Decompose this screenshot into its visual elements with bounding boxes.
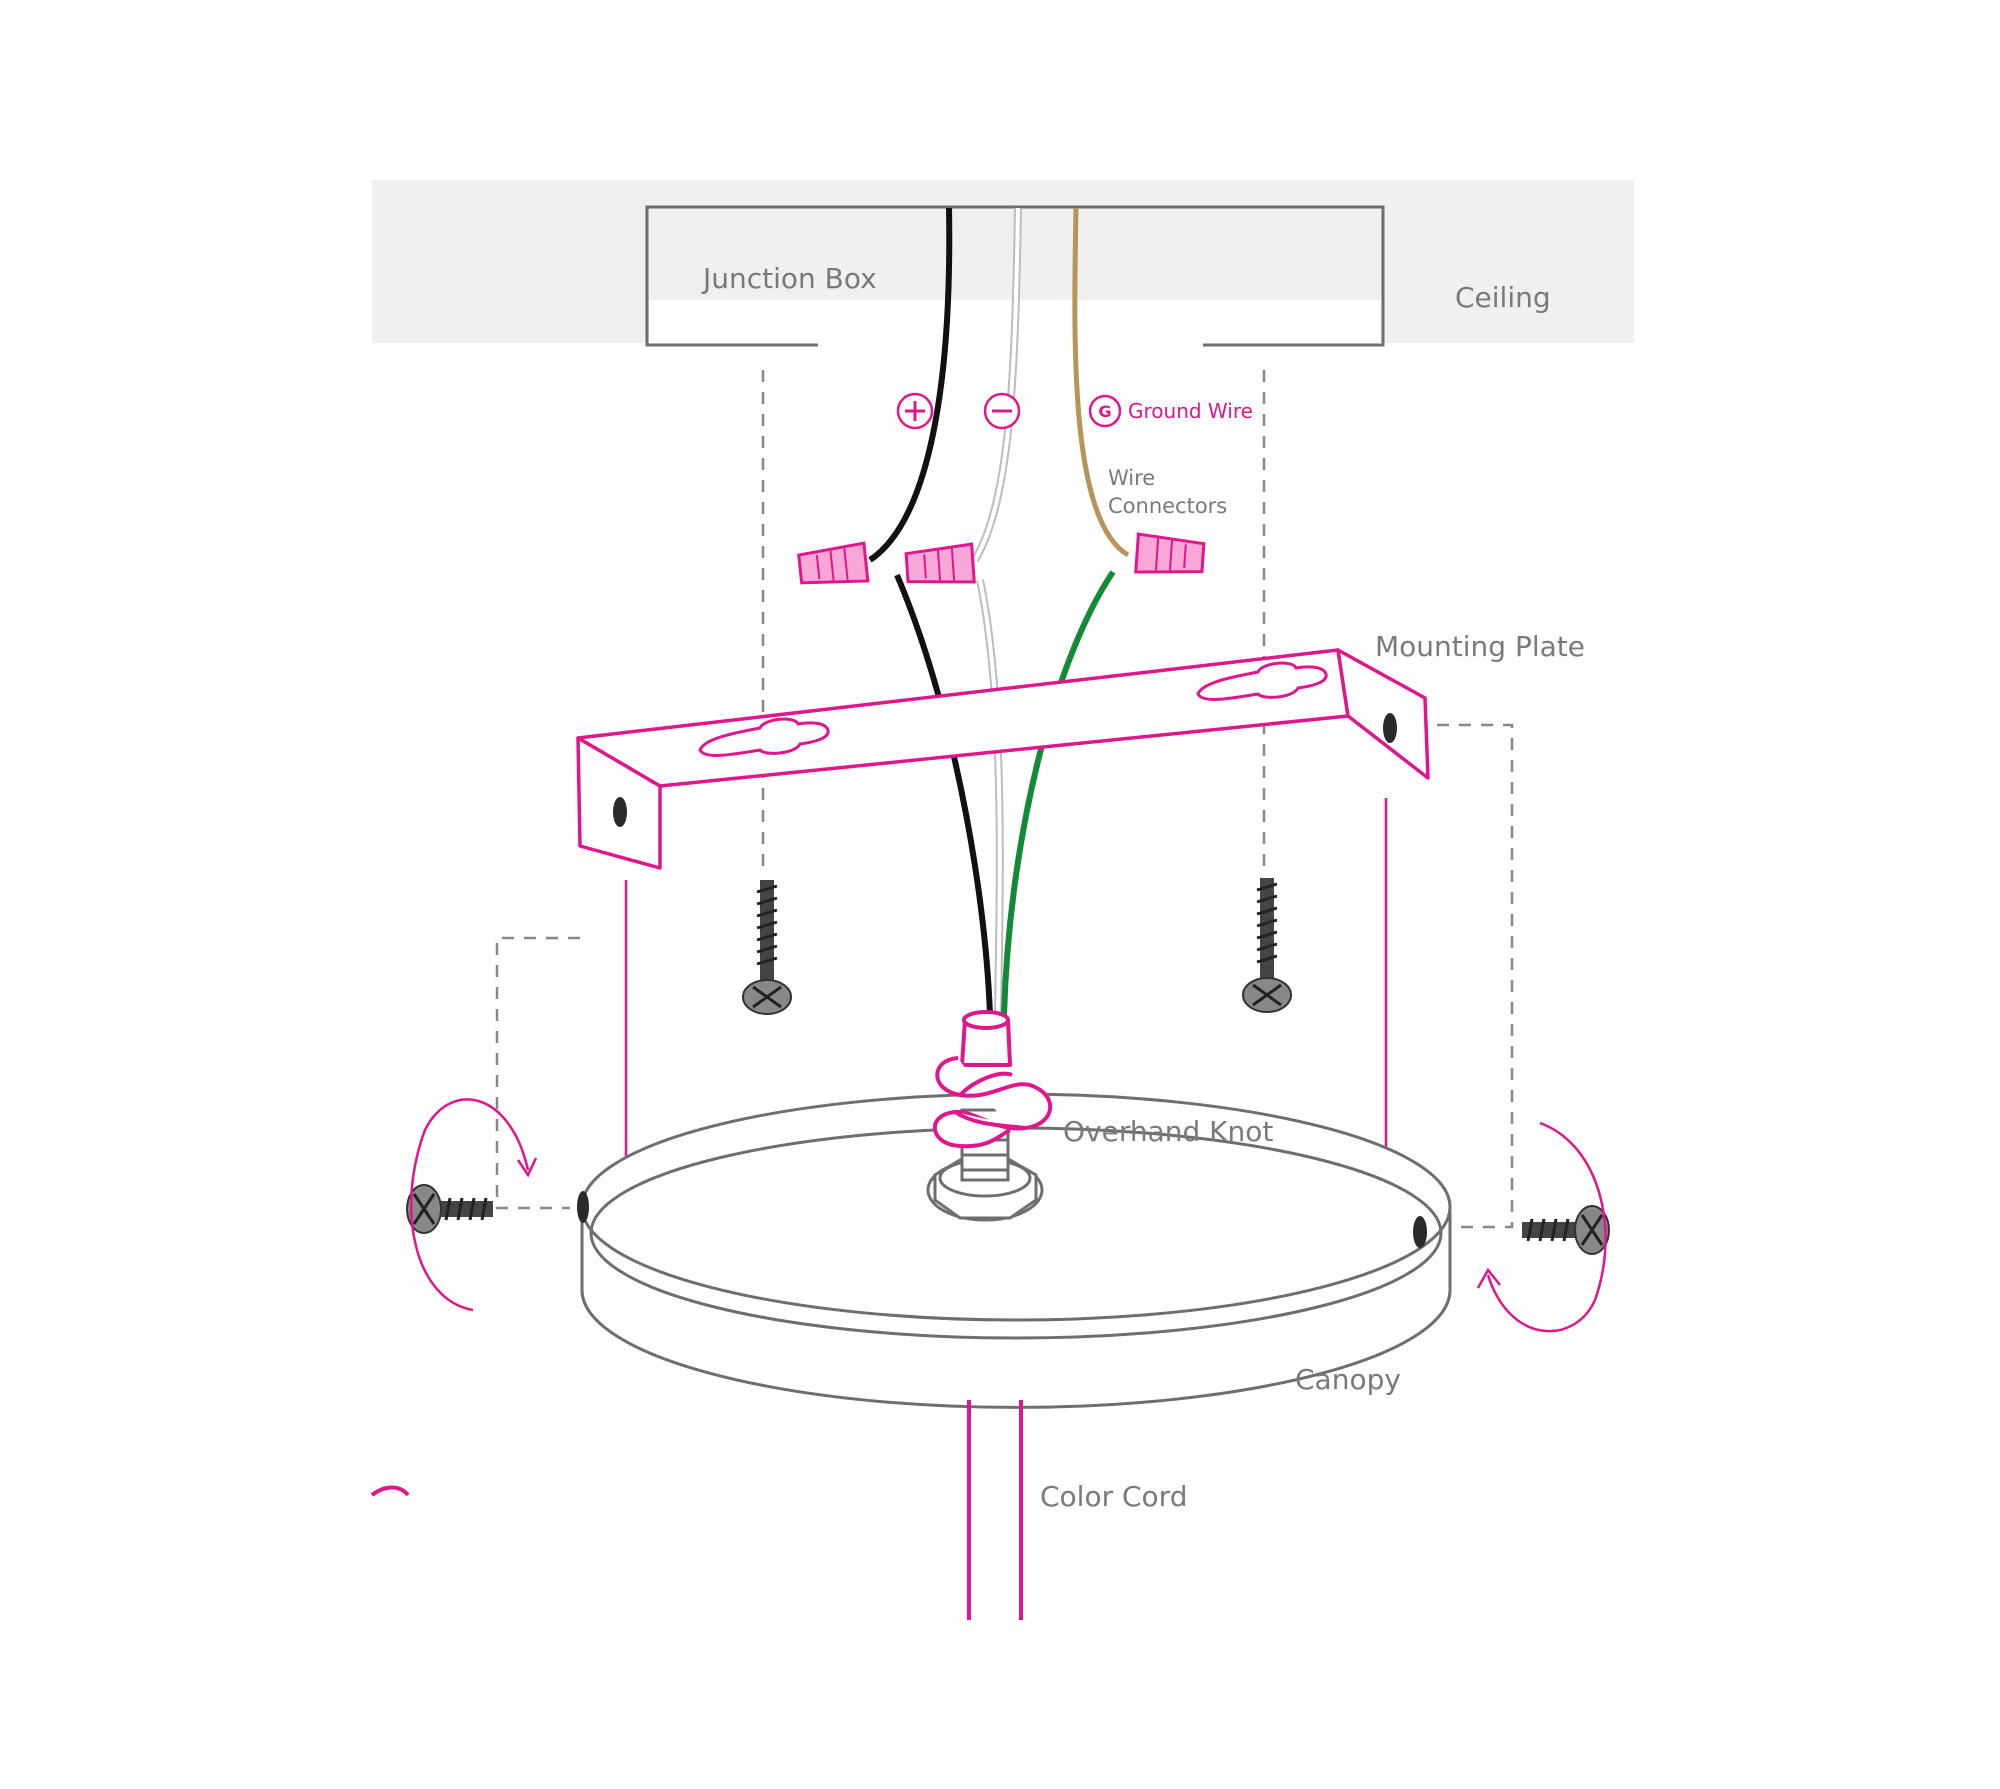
ground-symbol-letter: G bbox=[1098, 402, 1111, 421]
ceiling-label: Ceiling bbox=[1455, 281, 1551, 314]
ceiling-screw-left bbox=[742, 880, 792, 1015]
negative-symbol bbox=[983, 392, 1021, 430]
canopy-label: Canopy bbox=[1295, 1363, 1401, 1396]
canopy-screw-right bbox=[1522, 1205, 1610, 1255]
plate-hole-right bbox=[1383, 713, 1397, 743]
canopy bbox=[580, 1092, 1452, 1409]
cropped-artifact bbox=[370, 1485, 410, 1497]
wire-connectors-label-2: Connectors bbox=[1108, 494, 1227, 518]
wire-connectors-label-1: Wire bbox=[1108, 466, 1155, 490]
overhand-knot bbox=[933, 1010, 1052, 1149]
canopy-hole-left bbox=[577, 1191, 589, 1223]
color-cord bbox=[967, 1400, 1023, 1620]
canopy-screw-left bbox=[406, 1184, 493, 1234]
rotate-arrow-left-icon bbox=[409, 1098, 538, 1312]
positive-symbol bbox=[896, 392, 934, 430]
plate-hole-left bbox=[613, 797, 627, 827]
ceiling-screw-right bbox=[1242, 878, 1292, 1013]
overhand-knot-label: Overhand Knot bbox=[1063, 1115, 1273, 1148]
wire-connector-hot bbox=[797, 541, 870, 585]
wire-connector-ground bbox=[1134, 532, 1206, 574]
screw-guide-lines bbox=[495, 370, 1514, 1229]
rotate-arrow-right-icon bbox=[1476, 1121, 1607, 1333]
hot-wire bbox=[868, 207, 993, 1016]
ground-symbol: G bbox=[1088, 394, 1122, 428]
ground-wire-label: Ground Wire bbox=[1128, 399, 1253, 423]
canopy-hole-right bbox=[1413, 1216, 1427, 1248]
color-cord-label: Color Cord bbox=[1040, 1480, 1187, 1513]
wire-connector-neutral bbox=[904, 542, 976, 584]
ground-wire bbox=[1001, 207, 1130, 1016]
junction-box-label: Junction Box bbox=[701, 262, 877, 295]
mounting-plate-label: Mounting Plate bbox=[1375, 630, 1585, 663]
mounting-plate-slots bbox=[698, 661, 1328, 757]
